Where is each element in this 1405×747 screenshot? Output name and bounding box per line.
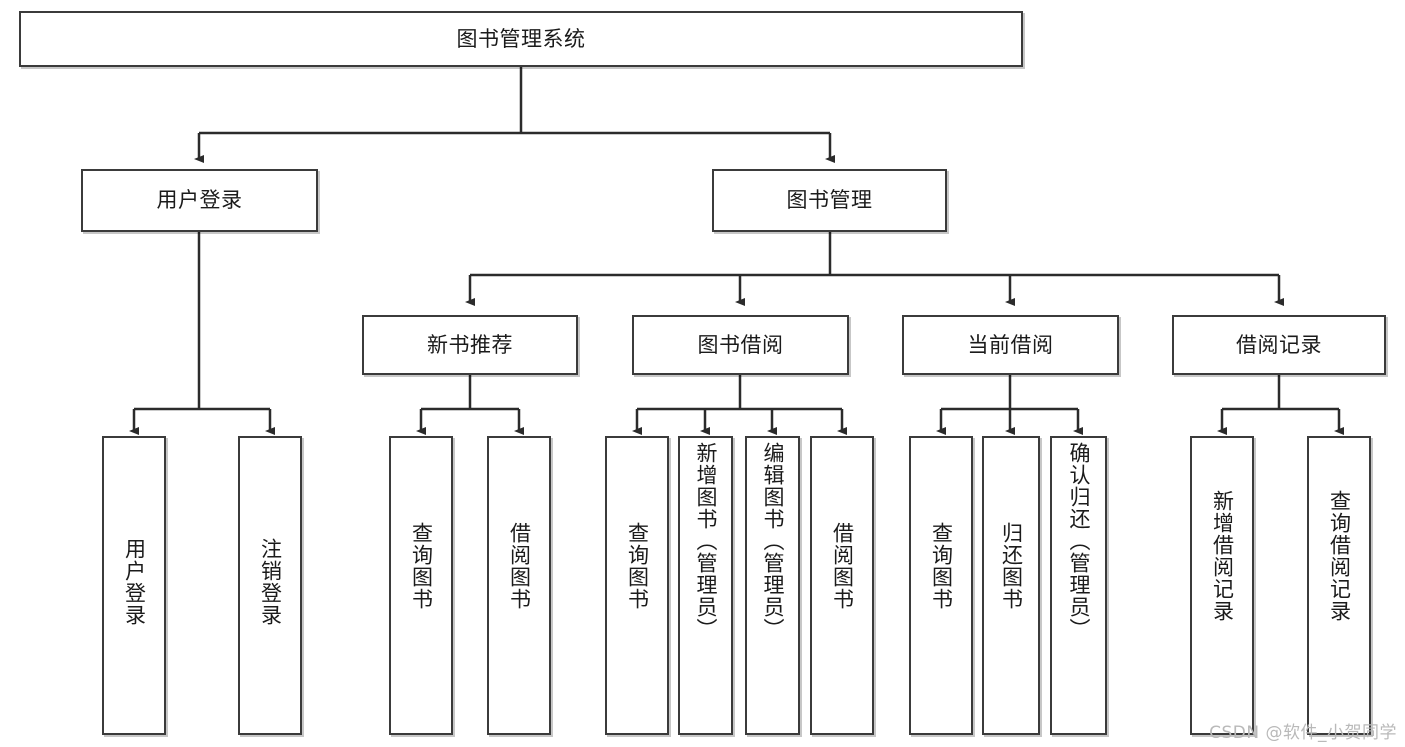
node-label: 归还图书 [999,522,1024,610]
leaf-borrow-book-recommend[interactable]: 借阅图书 [487,436,551,735]
node-label: 新增图书（管理员） [693,442,718,640]
leaf-confirm-return-admin[interactable]: 确认归还（管理员） [1050,436,1107,735]
node-book-borrow[interactable]: 图书借阅 [632,315,849,375]
node-borrow-record[interactable]: 借阅记录 [1172,315,1386,375]
node-current-borrow[interactable]: 当前借阅 [902,315,1119,375]
node-label: 图书管理系统 [456,26,586,51]
node-label: 图书管理 [786,188,873,213]
leaf-query-book-recommend[interactable]: 查询图书 [389,436,453,735]
node-label: 新增借阅记录 [1210,490,1235,622]
leaf-edit-book-admin[interactable]: 编辑图书（管理员） [745,436,800,735]
node-label: 编辑图书（管理员） [760,442,785,640]
leaf-user-login[interactable]: 用户登录 [102,436,166,735]
node-root-book-management-system[interactable]: 图书管理系统 [19,11,1023,67]
node-label: 查询图书 [625,522,650,610]
node-new-book-recommend[interactable]: 新书推荐 [362,315,578,375]
node-label: 用户登录 [156,188,243,213]
node-label: 借阅图书 [830,522,855,610]
node-label: 查询图书 [409,522,434,610]
leaf-add-borrow-record[interactable]: 新增借阅记录 [1190,436,1254,735]
node-label: 图书借阅 [697,332,784,357]
node-label: 当前借阅 [967,332,1054,357]
node-label: 用户登录 [122,538,147,626]
node-label: 借阅记录 [1236,332,1322,357]
node-label: 确认归还（管理员） [1066,442,1091,640]
leaf-query-borrow-record[interactable]: 查询借阅记录 [1307,436,1371,735]
leaf-add-book-admin[interactable]: 新增图书（管理员） [678,436,733,735]
node-label: 新书推荐 [427,332,513,357]
node-user-login[interactable]: 用户登录 [81,169,318,232]
node-label: 查询图书 [929,522,954,610]
leaf-logout[interactable]: 注销登录 [238,436,302,735]
leaf-query-book-borrow[interactable]: 查询图书 [605,436,669,735]
leaf-return-book[interactable]: 归还图书 [982,436,1040,735]
leaf-query-book-current[interactable]: 查询图书 [909,436,973,735]
node-label: 查询借阅记录 [1327,490,1352,622]
node-book-management[interactable]: 图书管理 [712,169,947,232]
node-label: 注销登录 [258,538,283,626]
node-label: 借阅图书 [507,522,532,610]
watermark-text: CSDN @软件_小贺同学 [1209,723,1397,743]
leaf-borrow-book[interactable]: 借阅图书 [810,436,874,735]
